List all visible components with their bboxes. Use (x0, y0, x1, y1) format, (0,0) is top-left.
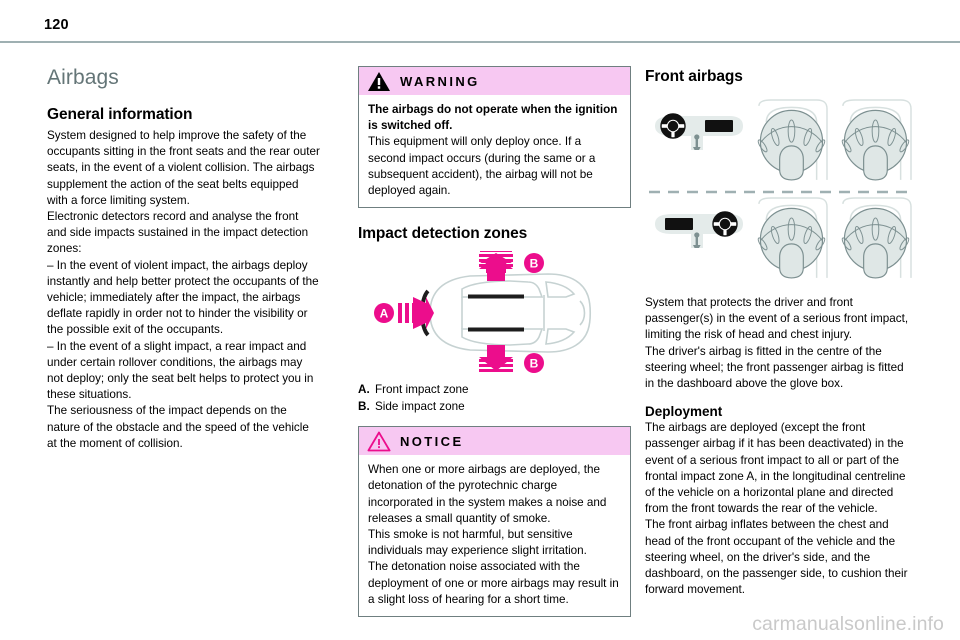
warning-callout-title: WARNING (400, 74, 480, 89)
legend-text-b: Side impact zone (375, 399, 465, 413)
notice-paragraph-2: This smoke is not harmful, but sensitive… (368, 528, 587, 558)
paragraph-intro: System designed to help improve the safe… (47, 129, 320, 207)
warning-callout-header: WARNING (359, 67, 630, 95)
bullet-violent-impact: – In the event of violent impact, the ai… (47, 258, 319, 337)
page-columns: Airbags General information System desig… (0, 46, 960, 640)
page-number: 120 (44, 17, 69, 33)
middle-column: WARNING The airbags do not operate when … (358, 46, 631, 618)
header-divider (0, 41, 960, 43)
notice-callout-title: NOTICE (400, 434, 464, 450)
warning-text: This equipment will only deploy once. If… (368, 135, 596, 198)
notice-paragraph-3: The detonation noise associated with the… (368, 560, 619, 606)
legend-label-a: A. (358, 383, 370, 397)
deployment-heading: Deployment (645, 404, 723, 420)
watermark: carmanualsonline.info (752, 613, 944, 635)
svg-text:B: B (530, 257, 539, 271)
notice-callout: NOTICE When one or more airbags are depl… (358, 426, 631, 618)
impact-zones-legend: A. Front impact zone B. Side impact zone (358, 382, 631, 415)
right-column: Front airbags (645, 46, 915, 598)
deployment-paragraph-1: The airbags are deployed (except the fro… (645, 421, 906, 516)
page-title: Airbags (47, 66, 119, 89)
deployment-paragraph-2: The front airbag inflates between the ch… (645, 518, 908, 597)
legend-item-b: B. Side impact zone (358, 399, 631, 416)
front-airbags-heading: Front airbags (645, 68, 743, 85)
impact-detection-zones-diagram: A B (358, 251, 631, 376)
warning-bold-text: The airbags do not operate when the igni… (368, 103, 618, 133)
legend-text-a: Front impact zone (375, 383, 469, 397)
front-airbags-paragraph-1: System that protects the driver and fron… (645, 296, 909, 342)
bullet-slight-impact: – In the event of a slight impact, a rea… (47, 339, 314, 402)
legend-item-a: A. Front impact zone (358, 382, 631, 399)
warning-callout-body: The airbags do not operate when the igni… (359, 95, 630, 207)
notice-callout-header: NOTICE (359, 427, 630, 456)
general-information-heading: General information (47, 106, 193, 123)
impact-detection-zones-heading: Impact detection zones (358, 225, 528, 243)
left-column: Airbags General information System desig… (47, 46, 320, 452)
page-header: 120 (0, 0, 960, 46)
front-airbags-diagram (645, 94, 915, 289)
warning-triangle-filled-icon (367, 71, 391, 92)
svg-text:B: B (530, 357, 539, 371)
paragraph-detectors: Electronic detectors record and analyse … (47, 210, 309, 256)
legend-label-b: B. (358, 399, 370, 413)
paragraph-seriousness: The seriousness of the impact depends on… (47, 404, 309, 450)
notice-callout-body: When one or more airbags are deployed, t… (359, 455, 630, 616)
front-airbags-paragraph-2: The driver's airbag is fitted in the cen… (645, 344, 904, 391)
notice-paragraph-1: When one or more airbags are deployed, t… (368, 463, 607, 525)
warning-callout: WARNING The airbags do not operate when … (358, 66, 631, 209)
notice-triangle-outline-icon (367, 431, 391, 452)
svg-text:A: A (380, 307, 389, 321)
